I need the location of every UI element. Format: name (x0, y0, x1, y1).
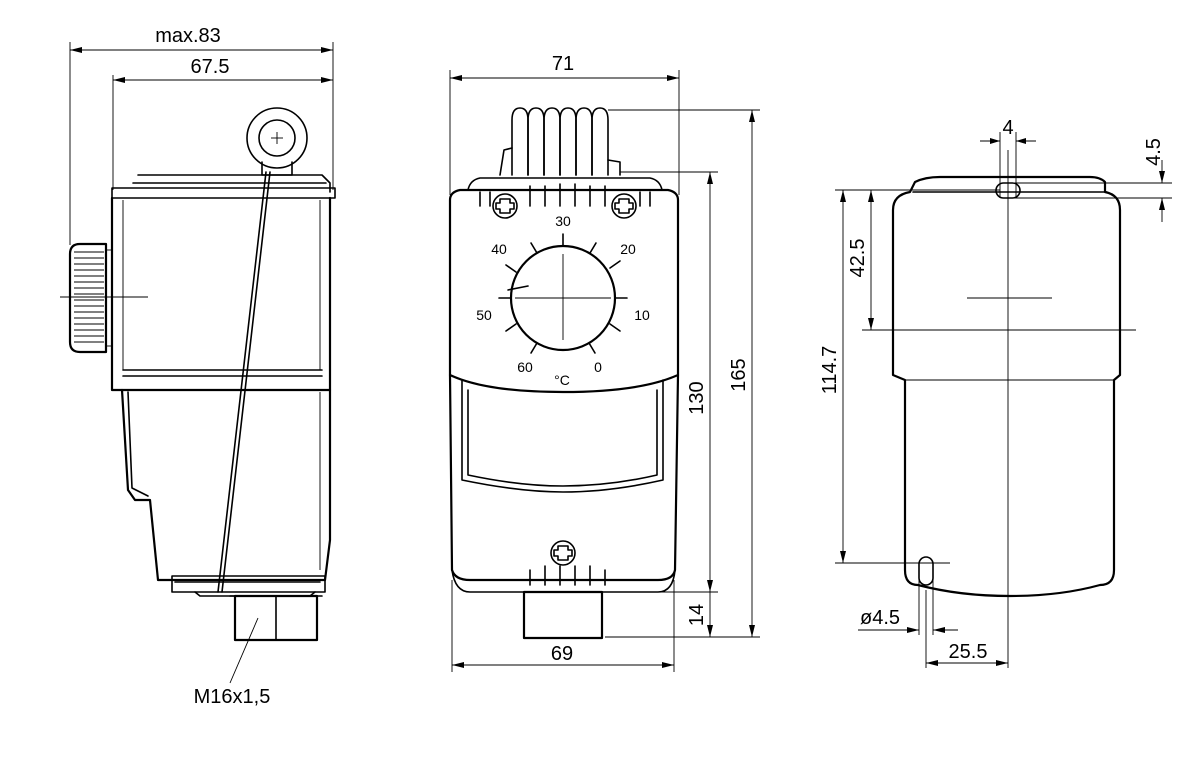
dial-unit: °C (554, 372, 570, 388)
front-dim-bottom (451, 580, 675, 672)
front-screw-top-right (611, 193, 637, 219)
dial-label-40: 40 (491, 241, 507, 257)
dial-label-60: 60 (517, 359, 533, 375)
front-dim-width-top: 71 (552, 53, 574, 75)
back-dim-slot-width (980, 132, 1036, 198)
front-view: 71 165 130 14 69 (448, 53, 760, 672)
side-knob (60, 242, 148, 354)
side-upper-body (110, 196, 332, 392)
front-screw-top-left (492, 193, 518, 219)
side-thread-label: M16x1,5 (194, 686, 271, 708)
front-dim-width-bottom: 69 (551, 643, 573, 665)
front-dim-130: 130 (686, 381, 708, 414)
dial-label-30: 30 (555, 213, 571, 229)
back-center-lines (967, 150, 1052, 668)
front-dial[interactable] (498, 233, 628, 354)
back-dim-hole-label: ø4.5 (860, 607, 900, 629)
back-body (891, 175, 1122, 598)
side-eye-ring (246, 107, 308, 176)
back-view: 4 4.5 42.5 114.7 (819, 117, 1172, 668)
side-view: max.83 67.5 (60, 25, 336, 708)
back-dim-hole (858, 565, 958, 635)
dial-label-10: 10 (634, 307, 650, 323)
side-dim-lines (69, 42, 334, 245)
side-cable-gland (229, 594, 323, 642)
side-dim-max: max.83 (155, 25, 221, 47)
front-cable-gland (522, 590, 604, 640)
front-body (448, 188, 680, 593)
back-dim-slot-width-label: 4 (1002, 117, 1013, 139)
back-dim-slot-height-label: 4.5 (1143, 138, 1165, 166)
dial-label-20: 20 (620, 241, 636, 257)
front-capillary-bundle (499, 107, 621, 176)
back-dim-42-5: 42.5 (847, 239, 869, 278)
side-dim-body: 67.5 (191, 56, 230, 78)
side-lower-body (120, 388, 332, 597)
dial-label-0: 0 (594, 359, 602, 375)
front-dim-14: 14 (686, 604, 708, 626)
side-top-rail (111, 174, 336, 199)
side-capillary-wire (217, 171, 271, 593)
front-top-cover (467, 177, 663, 207)
back-dim-25-5 (925, 590, 1008, 668)
dial-label-50: 50 (476, 307, 492, 323)
back-dim-25-5-label: 25.5 (949, 641, 988, 663)
front-screw-bottom (550, 540, 576, 566)
back-mounting-hole (918, 556, 934, 586)
front-dim-top (449, 70, 680, 195)
back-dim-114-7: 114.7 (819, 346, 841, 395)
front-dim-165: 165 (728, 358, 750, 391)
back-dim-slot-height (1012, 160, 1172, 222)
side-thread-leader (229, 617, 259, 684)
back-dim-left (835, 189, 1136, 564)
